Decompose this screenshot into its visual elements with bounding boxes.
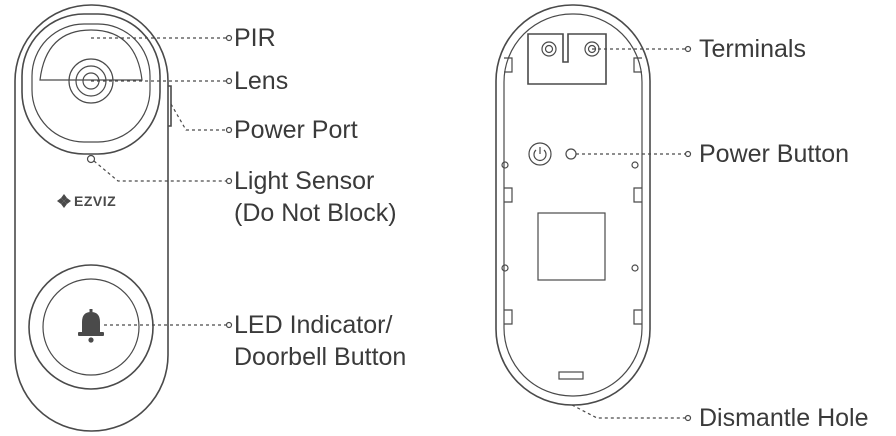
label-led-line1: LED Indicator/ [234, 311, 393, 339]
power-indicator [565, 148, 577, 160]
ezviz-logo-icon: EZVIZ [57, 193, 116, 209]
power-button-leader-dot [684, 150, 692, 158]
light-sensor [86, 154, 96, 164]
terminal-screw-right-inner [587, 44, 597, 54]
terminal-block [527, 33, 607, 85]
terminal-screw-left-inner [544, 44, 554, 54]
label-pir-text: PIR [234, 24, 276, 52]
label-power-port: Power Port [234, 114, 358, 146]
dismantle-leader-dot [684, 414, 692, 422]
doorbell-ring-inner [42, 278, 140, 376]
pir-window [39, 29, 143, 81]
light-sensor-leader-dot [225, 177, 233, 185]
dismantle-leader [571, 404, 686, 419]
terminals-leader-dot [684, 45, 692, 53]
label-lens: Lens [234, 65, 288, 97]
bell-icon [78, 309, 104, 343]
label-led-line2: Doorbell Button [234, 343, 407, 371]
front-view: EZVIZ [14, 4, 233, 432]
light-sensor-leader [93, 160, 227, 182]
lens-leader-dot [225, 77, 233, 85]
clip-left-2 [504, 187, 513, 203]
front-body [14, 4, 169, 432]
lens-outer [68, 58, 114, 104]
label-plate [537, 212, 606, 281]
label-terminals-text: Terminals [699, 35, 806, 63]
label-dismantle-hole: Dismantle Hole [699, 402, 869, 434]
power-button [528, 142, 552, 166]
label-power-button-text: Power Button [699, 140, 850, 168]
label-dismantle-hole-text: Dismantle Hole [699, 404, 869, 432]
pir-leader-dot [225, 34, 233, 42]
power-icon [533, 147, 547, 161]
label-light-sensor-line1: Light Sensor [234, 167, 375, 195]
back-view [495, 4, 692, 422]
power-port-leader-dot [225, 126, 233, 134]
camera-window [31, 23, 151, 143]
label-power-button: Power Button [699, 138, 849, 170]
camera-module [21, 13, 161, 155]
label-power-port-text: Power Port [234, 116, 358, 144]
power-port-leader [170, 103, 227, 131]
label-lens-text: Lens [234, 67, 289, 95]
label-light-sensor: Light Sensor (Do Not Block) [234, 165, 397, 229]
power-port [168, 85, 172, 127]
clip-right-3 [633, 309, 642, 325]
clip-left-3 [504, 309, 513, 325]
brand-logo-text: EZVIZ [74, 193, 116, 209]
back-body-inner [503, 13, 643, 397]
back-body-outer [495, 4, 651, 406]
clip-right-2 [633, 187, 642, 203]
dismantle-hole [558, 371, 584, 380]
clip-left-1 [504, 57, 513, 73]
terminal-screw-left-outer [541, 41, 557, 57]
screw-dots [501, 161, 639, 272]
clip-right-1 [633, 57, 642, 73]
label-led-indicator: LED Indicator/ Doorbell Button [234, 309, 406, 373]
led-leader-dot [225, 321, 233, 329]
label-pir: PIR [234, 22, 276, 54]
doorbell-ring-outer [28, 264, 154, 390]
label-terminals: Terminals [699, 33, 806, 65]
label-light-sensor-line2: (Do Not Block) [234, 199, 397, 227]
